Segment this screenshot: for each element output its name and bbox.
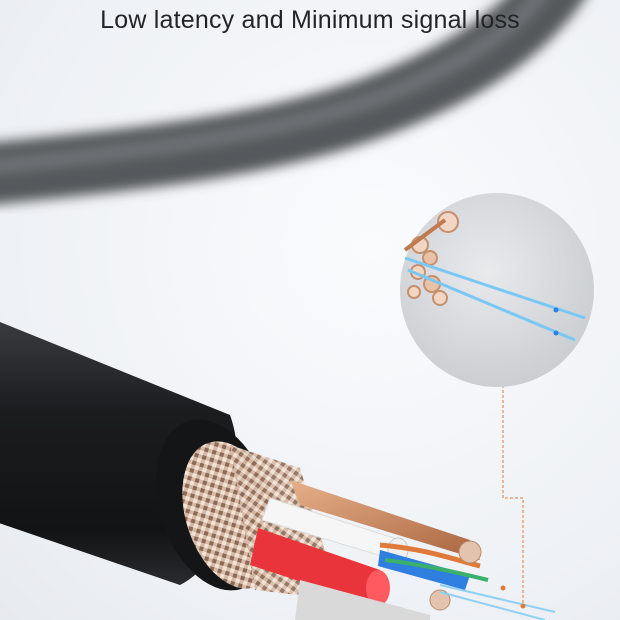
copper-foil — [290, 480, 480, 560]
inner-conductors — [250, 480, 556, 620]
red-wire — [250, 528, 380, 605]
main-cable — [0, 322, 340, 600]
callout-line — [500, 380, 526, 609]
magnifier-bubble — [400, 193, 594, 387]
magnified-strands-icon — [403, 211, 586, 342]
blue-wire — [378, 550, 470, 590]
headline: Low latency and Minimum signal loss — [100, 6, 520, 34]
blurred-cable — [0, 0, 584, 205]
